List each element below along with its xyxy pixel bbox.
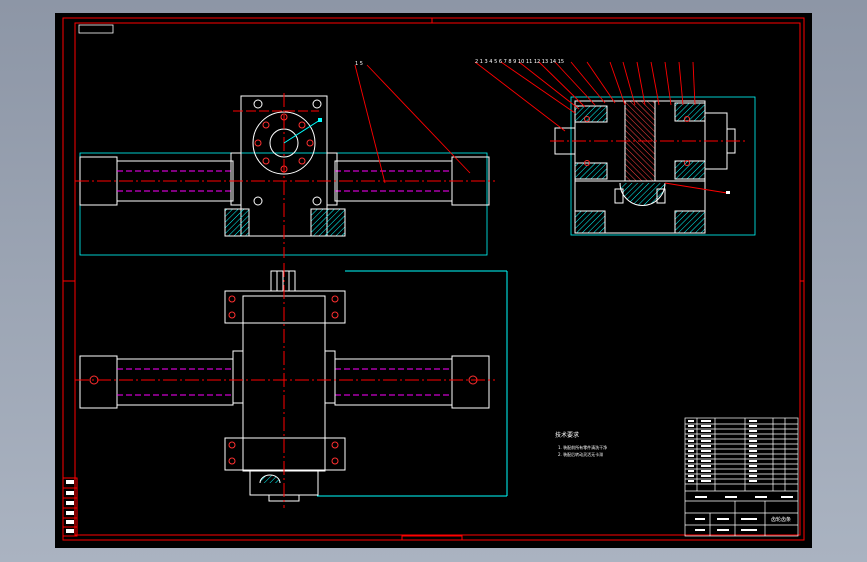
title-block-cells [688, 420, 793, 531]
notes-heading: 技术要求 [555, 431, 579, 439]
note-line-2: 2. 装配后转动灵活无卡滞 [558, 451, 603, 457]
section-view [550, 96, 756, 236]
inner-frame [74, 22, 801, 536]
balloon-labels: 1 5 2 1 3 4 5 6 7 8 9 10 11 12 13 14 15 [355, 59, 564, 67]
assembly-drawing: 1 5 2 1 3 4 5 6 7 8 9 10 11 12 13 14 15 [62, 17, 805, 541]
note-line-1: 1. 装配前所有零件清洗干净 [558, 444, 607, 450]
balloon-leaders [354, 61, 696, 184]
balloon-label-left: 1 5 [355, 61, 363, 67]
zone-tick-bottom [401, 535, 463, 541]
balloon-label-right: 2 1 3 4 5 6 7 8 9 10 11 12 13 14 15 [475, 59, 564, 65]
title-block [684, 417, 799, 537]
top-view [75, 263, 508, 508]
technical-notes: 技术要求 1. 装配前所有零件清洗干净 2. 装配后转动灵活无卡滞 [555, 431, 607, 457]
front-view [75, 93, 495, 258]
binding-stamp [62, 477, 78, 537]
cad-viewport[interactable]: 1 5 2 1 3 4 5 6 7 8 9 10 11 12 13 14 15 [55, 13, 812, 548]
title-block-name: 齿轮齿条 [771, 516, 791, 523]
drawing-number-box [78, 24, 114, 34]
